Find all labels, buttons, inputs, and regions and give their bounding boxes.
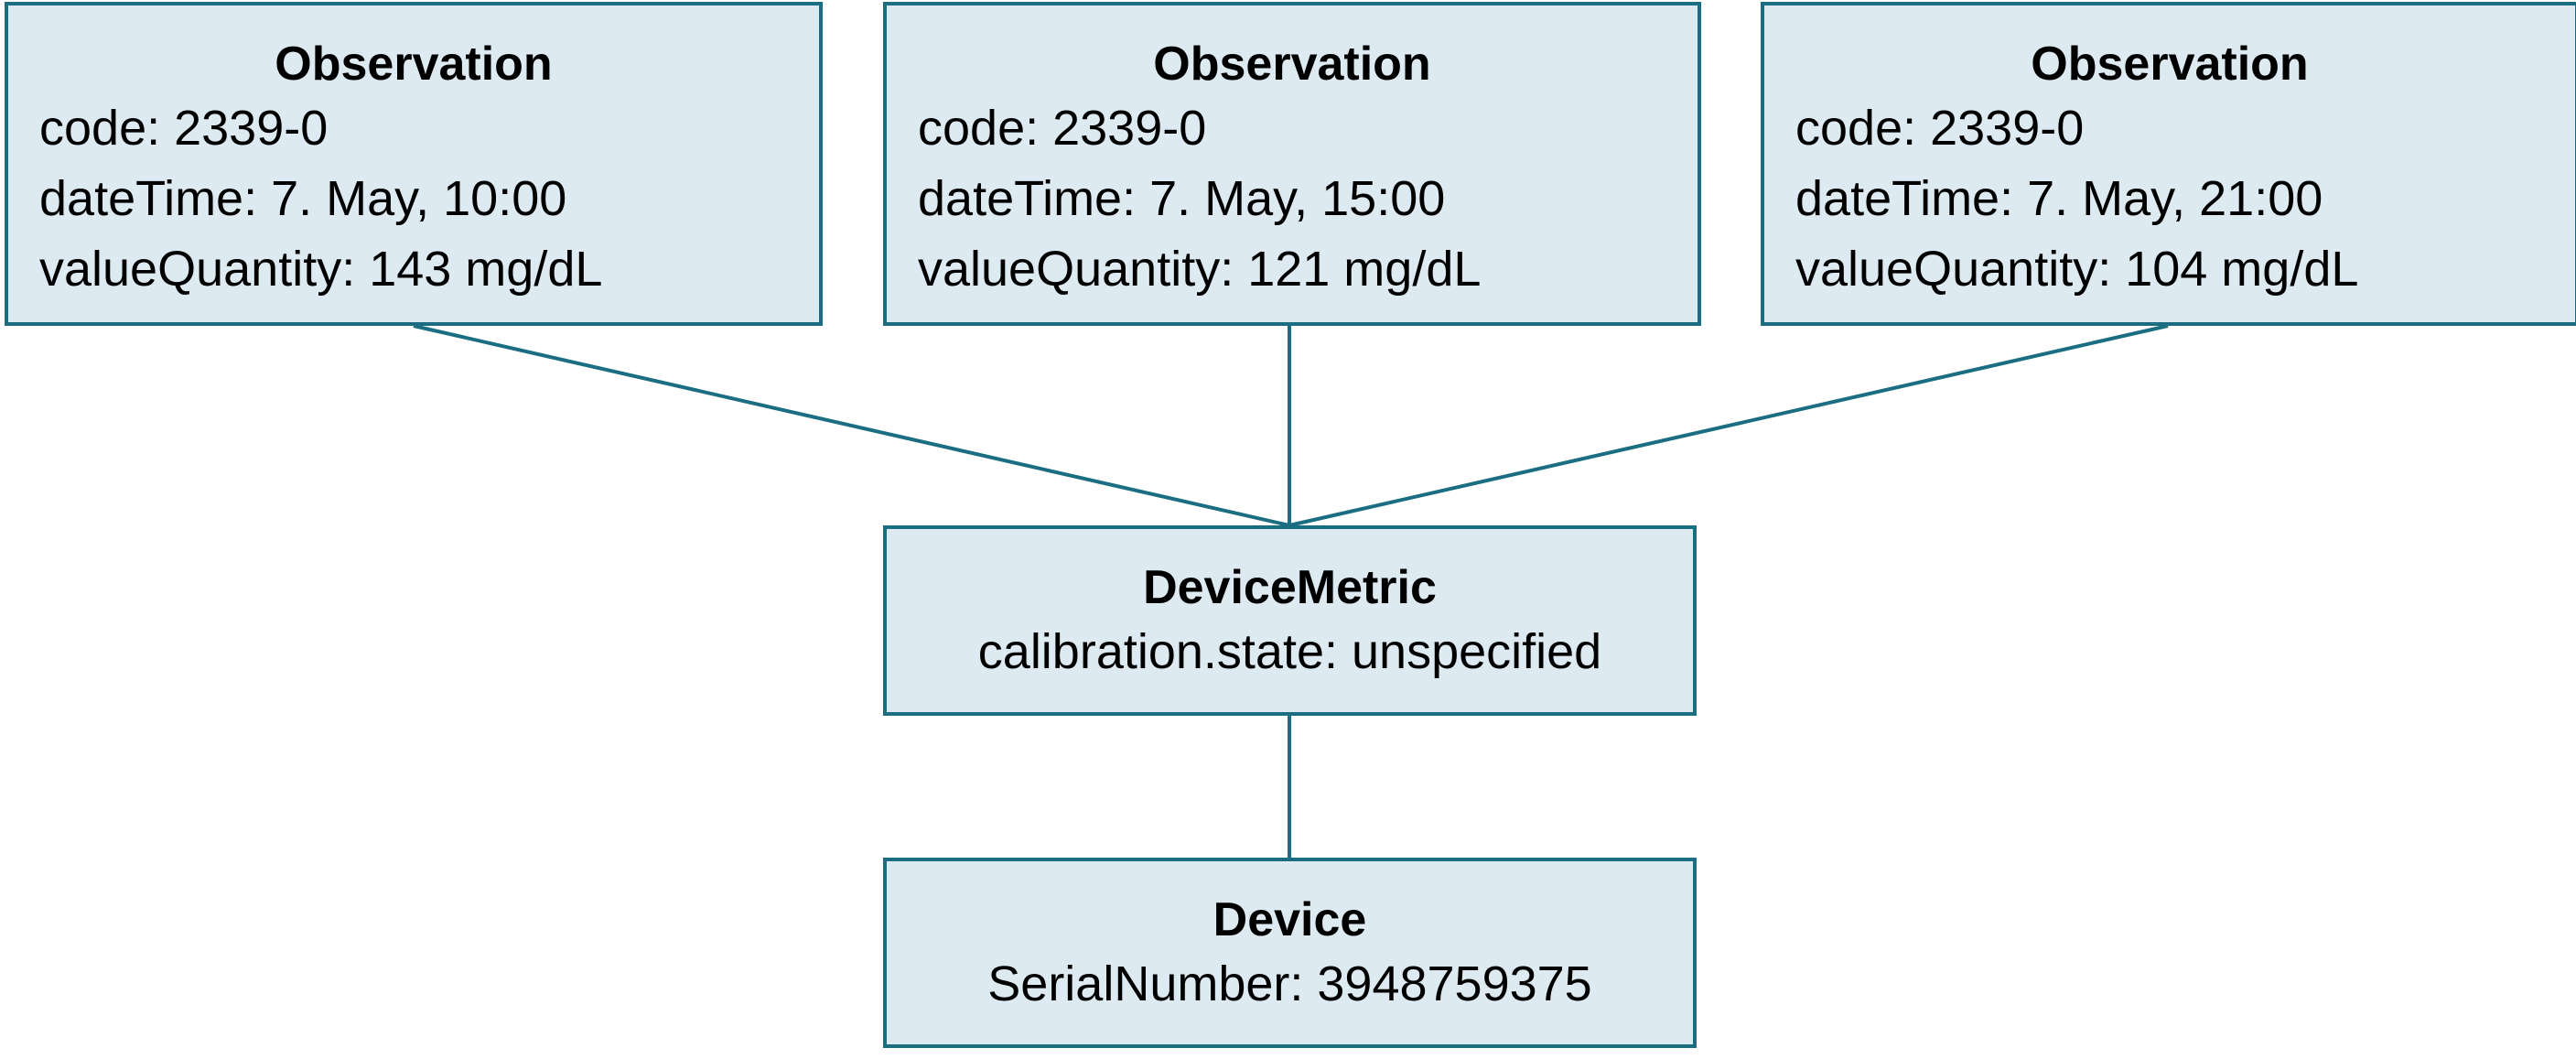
observation-box-3: Observation code: 2339-0 dateTime: 7. Ma… [1761, 2, 2576, 326]
observation-code: code: 2339-0 [918, 101, 1207, 156]
observation-value-quantity: valueQuantity: 104 mg/dL [1795, 242, 2359, 297]
connector-observation-3-to-devicemetric [1288, 324, 2169, 527]
connector-observation-1-to-devicemetric [413, 324, 1290, 527]
observation-value-quantity: valueQuantity: 143 mg/dL [39, 242, 603, 297]
device-serial-number: SerialNumber: 3948759375 [987, 956, 1592, 1011]
observation-datetime: dateTime: 7. May, 10:00 [39, 171, 567, 226]
device-box: Device SerialNumber: 3948759375 [883, 858, 1697, 1048]
observation-title: Observation [1153, 38, 1431, 91]
observation-title: Observation [275, 38, 553, 91]
observation-datetime: dateTime: 7. May, 15:00 [918, 171, 1446, 226]
observation-code: code: 2339-0 [39, 101, 329, 156]
devicemetric-calibration-state: calibration.state: unspecified [977, 624, 1602, 679]
observation-box-1: Observation code: 2339-0 dateTime: 7. Ma… [5, 2, 823, 326]
observation-datetime: dateTime: 7. May, 21:00 [1795, 171, 2323, 226]
devicemetric-box: DeviceMetric calibration.state: unspecif… [883, 525, 1697, 716]
observation-box-2: Observation code: 2339-0 dateTime: 7. Ma… [883, 2, 1701, 326]
observation-code: code: 2339-0 [1795, 101, 2085, 156]
devicemetric-title: DeviceMetric [1143, 561, 1437, 614]
observation-value-quantity: valueQuantity: 121 mg/dL [918, 242, 1482, 297]
device-title: Device [1213, 893, 1367, 946]
observation-title: Observation [2031, 38, 2309, 91]
